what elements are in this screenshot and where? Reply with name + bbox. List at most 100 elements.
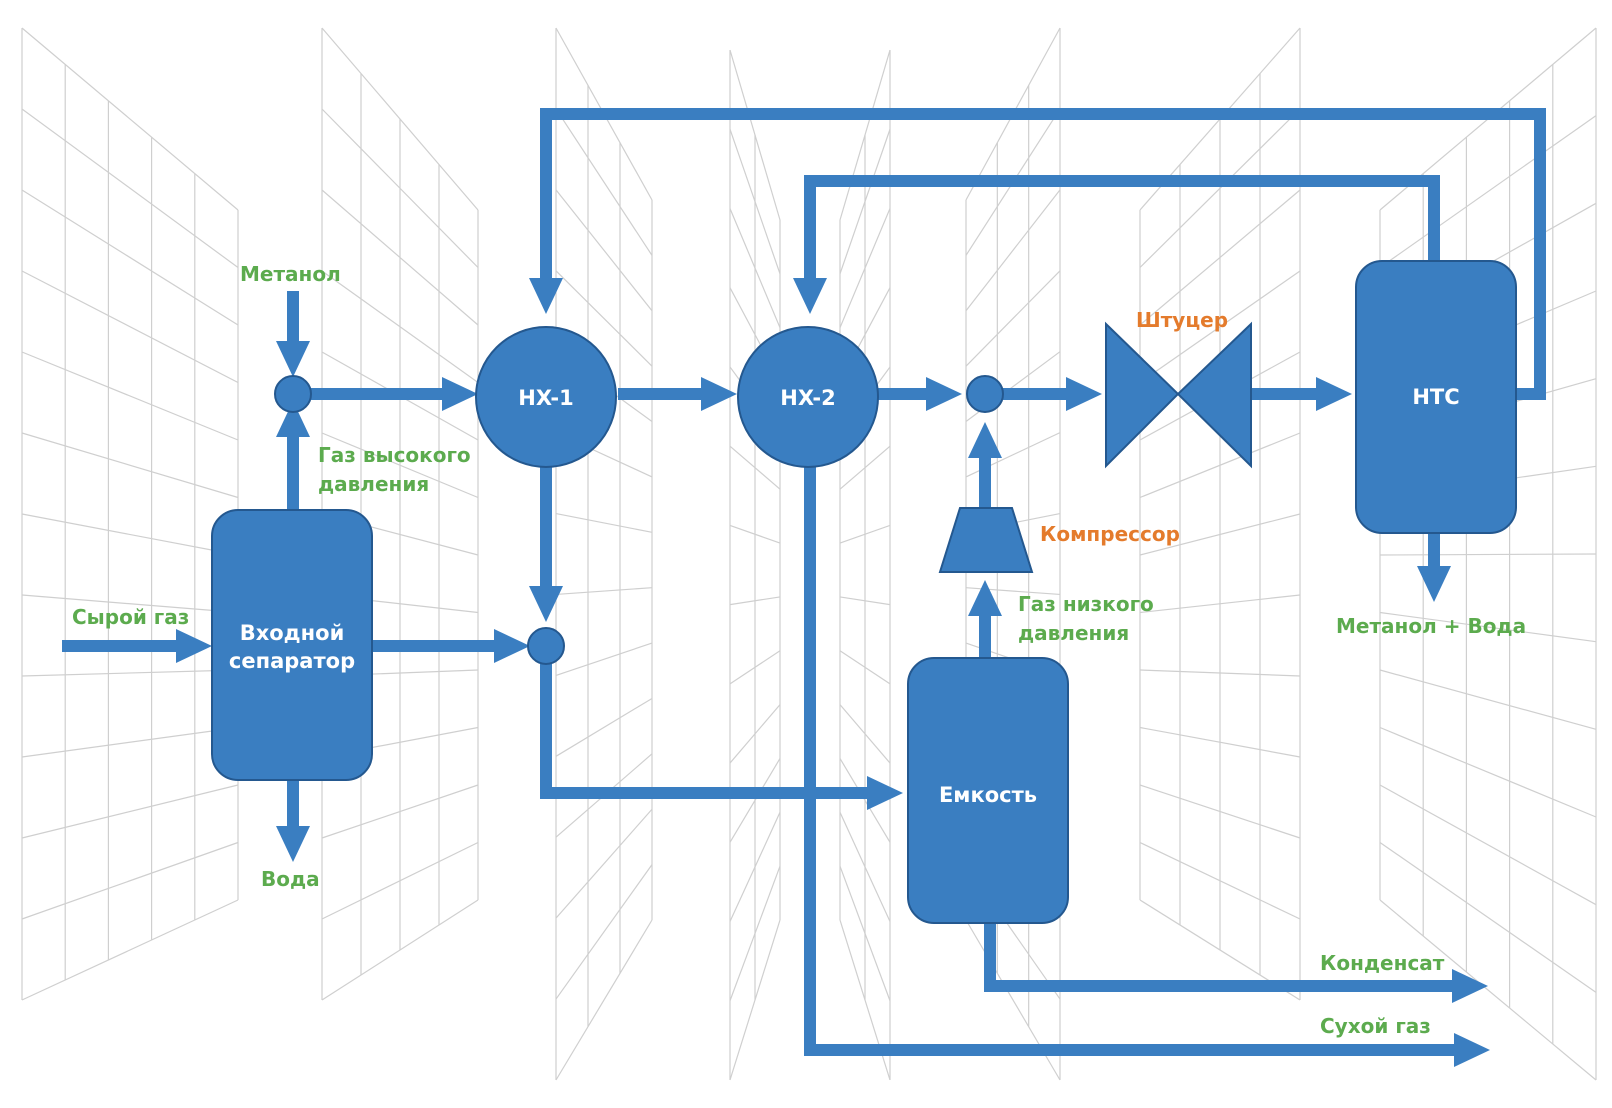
grid-line (21, 669, 239, 677)
grid-line (21, 726, 239, 758)
pipes (62, 108, 1546, 1067)
grid-line (729, 445, 781, 490)
grid-line (321, 841, 479, 920)
grid-line (729, 129, 781, 275)
grid-line (555, 919, 653, 1081)
grid-line (21, 189, 239, 326)
grid-line (839, 49, 891, 221)
grid-line (21, 594, 239, 614)
grid-line (21, 270, 239, 384)
pipe-nts-hx2 (793, 175, 1440, 314)
grid-line (21, 27, 239, 211)
grid-line (555, 512, 653, 533)
compressor[interactable] (938, 507, 1034, 573)
grid-line (555, 642, 653, 676)
grid-line (1379, 842, 1597, 993)
grid-line (21, 841, 239, 920)
grid-line (1139, 432, 1301, 499)
heat-exchanger-hx1[interactable]: HX-1 (475, 326, 617, 468)
grid-line (555, 189, 653, 312)
hx2-label: HX-2 (780, 386, 835, 410)
nts-label: НТС (1412, 385, 1459, 409)
label-methanol: Метанол (240, 262, 341, 286)
heat-exchanger-hx2[interactable]: HX-2 (737, 326, 879, 468)
tank-vessel[interactable]: Емкость (907, 657, 1069, 924)
label-raw-gas: Сырой газ (72, 605, 189, 629)
grid-line (839, 596, 891, 606)
label-lp-gas-line1: Газ низкого (1018, 592, 1154, 616)
mixer-node-1 (274, 375, 312, 413)
grid-line (839, 208, 891, 328)
grid-line (21, 784, 239, 839)
grid-line (729, 524, 781, 544)
grid-line (839, 445, 891, 490)
grid-line (839, 650, 891, 685)
grid-line (729, 208, 781, 328)
grid-line (1379, 553, 1597, 556)
label-compressor: Компрессор (1040, 522, 1180, 546)
pipe-nts-hx1 (529, 108, 1546, 400)
grid-line (1379, 115, 1597, 268)
grid-line (1139, 270, 1301, 383)
choke-valve[interactable] (1105, 321, 1252, 469)
grid-line (555, 864, 653, 1000)
grid-line (729, 650, 781, 685)
grid-line (321, 784, 479, 839)
grid-line (321, 270, 479, 383)
grid-line (21, 432, 239, 499)
grid-line (729, 49, 781, 221)
grid-line (839, 129, 891, 275)
background-grid (21, 27, 1597, 1081)
grid-line (1139, 669, 1301, 677)
grid-line (1139, 513, 1301, 556)
grid-line (321, 108, 479, 268)
grid-line (321, 189, 479, 326)
grid-line (839, 865, 891, 1001)
grid-line (965, 189, 1061, 312)
grid-line (1379, 899, 1597, 1081)
pipe-dry-gas (804, 466, 1490, 1067)
grid-line (555, 270, 653, 367)
tank-label: Емкость (939, 783, 1037, 807)
hx1-label: HX-1 (518, 386, 573, 410)
label-condensate: Конденсат (1320, 951, 1445, 975)
grid-line (1379, 669, 1597, 730)
grid-line (729, 812, 781, 922)
grid-line (839, 524, 891, 544)
grid-line (1379, 784, 1597, 906)
grid-line (555, 697, 653, 757)
grid-line (839, 812, 891, 922)
grid-line (555, 587, 653, 596)
grid-line (321, 899, 479, 1001)
grid-line (321, 432, 479, 499)
grid-line (1139, 726, 1301, 758)
pipe-mixer2-tank (540, 662, 903, 810)
label-lp-gas-line2: давления (1018, 621, 1129, 645)
grid-line (1139, 594, 1301, 614)
grid-line (555, 108, 653, 256)
grid-line (1379, 726, 1597, 818)
grid-line (21, 351, 239, 441)
grid-line (21, 899, 239, 1001)
inlet-separator[interactable]: Входной сепаратор (211, 509, 373, 781)
grid-line (965, 270, 1061, 367)
nts-separator[interactable]: НТС (1355, 260, 1517, 534)
inlet-separator-label-line1: Входной (240, 621, 345, 645)
grid-line (555, 808, 653, 919)
label-hp-gas-line2: давления (318, 472, 429, 496)
grid-line (729, 596, 781, 606)
mixer-node-3 (966, 375, 1004, 413)
mixer-node-2 (527, 627, 565, 665)
grid-line (1139, 189, 1301, 326)
inlet-separator-label-line2: сепаратор (229, 649, 355, 673)
label-dry-gas: Сухой газ (1320, 1014, 1431, 1038)
grid-line (839, 704, 891, 764)
grid-line (321, 27, 479, 211)
grid-line (729, 704, 781, 764)
label-hp-gas-line1: Газ высокого (318, 443, 471, 467)
grid-line (21, 513, 239, 556)
label-choke: Штуцер (1136, 308, 1228, 332)
grid-line (21, 108, 239, 268)
grid-line (1139, 784, 1301, 839)
